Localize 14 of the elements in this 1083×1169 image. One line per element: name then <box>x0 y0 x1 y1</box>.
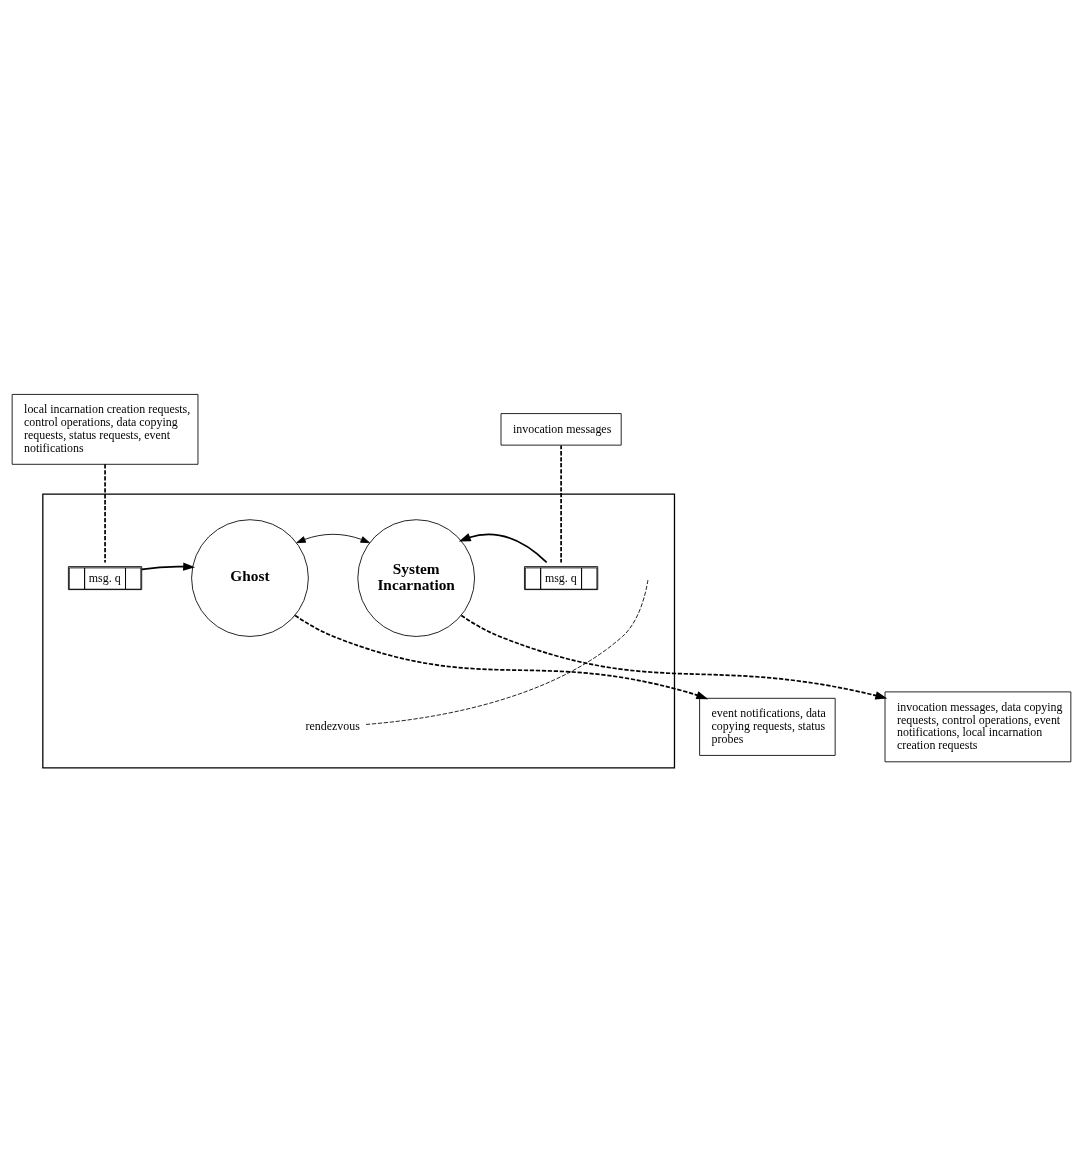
node-box: invocation messages <box>500 413 622 446</box>
cluster <box>42 493 676 769</box>
connector <box>560 444 562 564</box>
connector <box>365 578 649 725</box>
arrow <box>458 533 548 564</box>
arrow <box>141 562 196 571</box>
node-box: invocation messages, data copying requests, control operations, event notifications, local incarnation creation requests <box>884 691 1072 763</box>
node-box: event notifications, data copying requests, status probes <box>699 697 836 756</box>
node-text: rendezvous <box>305 719 360 734</box>
connector <box>104 463 106 564</box>
arrow <box>294 614 709 700</box>
arrow <box>460 614 888 700</box>
arrow <box>296 533 370 544</box>
node-box: local incarnation creation requests, control operations, data copying requests, status requests, event notifications <box>11 394 199 465</box>
